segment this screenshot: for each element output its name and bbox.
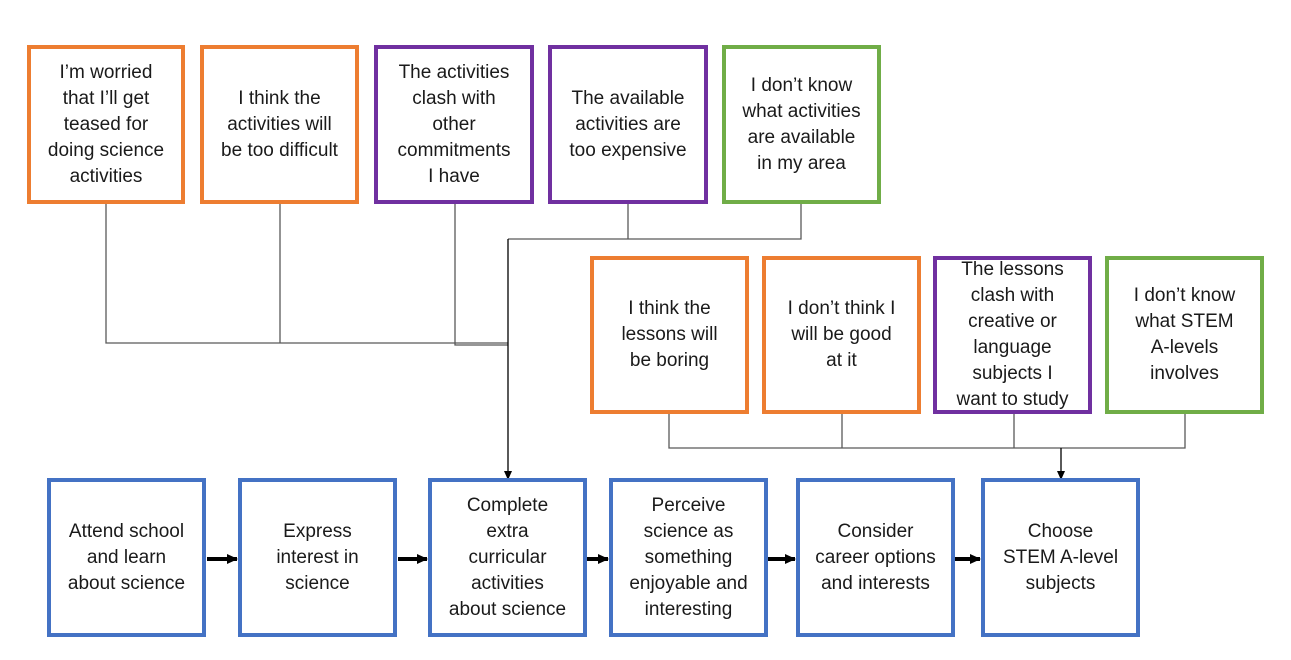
connector-barrier-a5 [508,204,802,240]
pathway-text-express-interest: Express interest in science [276,520,359,594]
barrier-box-too-difficult: I think the activities will be too diffi… [200,45,359,204]
connector-barrier-a1 [105,204,508,344]
pathway-step-consider-career: Consider career options and interests [796,478,955,637]
connector-barrier-b1 [668,414,1186,449]
barrier-text-unknown-activities: I don’t know what activities are availab… [742,74,861,174]
barrier-box-boring-lessons: I think the lessons will be boring [590,256,749,414]
barrier-box-clash-subjects: The lessons clash with creative or langu… [933,256,1092,414]
barrier-box-unknown-stem: I don’t know what STEM A-levels involves [1105,256,1264,414]
barrier-text-not-good: I don’t think I will be good at it [787,298,896,371]
barrier-text-unknown-stem: I don’t know what STEM A-levels involves [1133,285,1236,384]
pathway-step-choose-stem: Choose STEM A-level subjects [981,478,1140,637]
barrier-text-clash-commitments: The activities clash with other commitme… [397,61,511,187]
pathway-text-choose-stem: Choose STEM A-level subjects [1002,520,1119,594]
barrier-box-not-good: I don’t think I will be good at it [762,256,921,414]
barrier-text-too-expensive: The available activities are too expensi… [569,87,687,161]
barrier-box-too-expensive: The available activities are too expensi… [548,45,708,204]
barrier-text-teased: I’m worried that I’ll get teased for doi… [47,61,165,187]
pathway-text-perceive-science: Perceive science as something enjoyable … [629,494,748,620]
pathway-step-express-interest: Express interest in science [238,478,397,637]
pathway-step-perceive-science: Perceive science as something enjoyable … [609,478,768,637]
pathway-step-complete-activities: Complete extra curricular activities abo… [428,478,587,637]
connector-barrier-a3 [454,204,508,346]
pathway-text-attend-school: Attend school and learn about science [67,520,186,594]
barrier-text-boring-lessons: I think the lessons will be boring [621,298,718,371]
pathway-text-consider-career: Consider career options and interests [815,520,936,594]
barrier-text-clash-subjects: The lessons clash with creative or langu… [956,259,1069,410]
barrier-box-teased: I’m worried that I’ll get teased for doi… [27,45,185,204]
barrier-box-clash-commitments: The activities clash with other commitme… [374,45,534,204]
barrier-text-too-difficult: I think the activities will be too diffi… [221,87,338,161]
pathway-step-attend-school: Attend school and learn about science [47,478,206,637]
pathway-text-complete-activities: Complete extra curricular activities abo… [448,494,567,620]
barrier-box-unknown-activities: I don’t know what activities are availab… [722,45,881,204]
